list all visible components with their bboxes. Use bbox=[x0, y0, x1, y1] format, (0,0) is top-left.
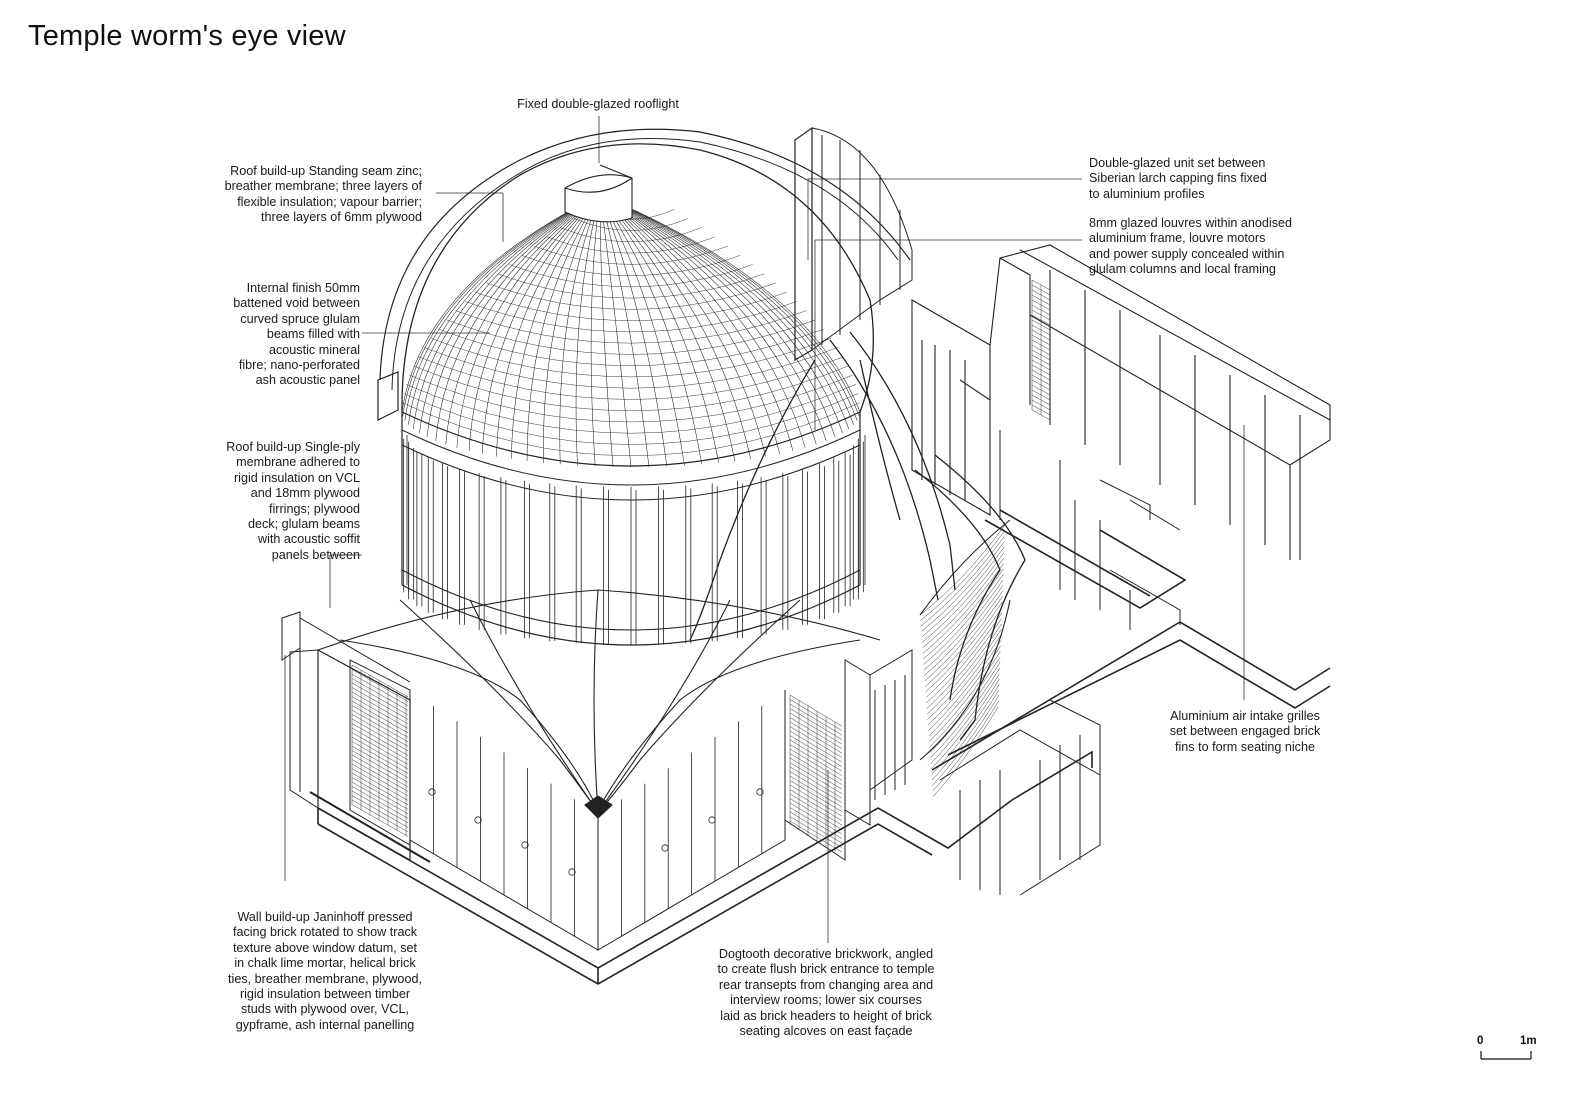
glazing-tower bbox=[377, 126, 913, 421]
annotation-glazed-unit: Double-glazed unit set between Siberian … bbox=[1089, 156, 1267, 201]
east-facade bbox=[784, 649, 1101, 896]
right-annex bbox=[911, 244, 1331, 560]
left-wing-wall bbox=[281, 611, 431, 863]
left-brick-wall bbox=[349, 659, 411, 846]
curved-arch bbox=[689, 331, 1026, 741]
annotation-roof-singleply: Roof build-up Single-ply membrane adhere… bbox=[226, 440, 360, 562]
annotation-louvres: 8mm glazed louvres within anodised alumi… bbox=[1089, 216, 1293, 277]
base-vertical-panels bbox=[428, 705, 764, 937]
vault-soffit bbox=[317, 589, 881, 819]
page-title: Temple worm's eye view bbox=[28, 20, 346, 52]
dome-rings bbox=[402, 209, 860, 456]
left-brick-panel bbox=[351, 664, 409, 837]
annotation-grilles: Aluminium air intake grilles set between… bbox=[1169, 709, 1321, 754]
scale-bar-end-label: 1m bbox=[1520, 1035, 1537, 1047]
lower-rooms bbox=[999, 430, 1181, 630]
annotation-wall: Wall build-up Janinhoff pressed facing b… bbox=[228, 910, 422, 1032]
scale-bar-start-label: 0 bbox=[1477, 1035, 1484, 1047]
annotation-roof-zinc: Roof build-up Standing seam zinc; breath… bbox=[224, 164, 422, 225]
rooflight bbox=[564, 164, 633, 223]
drum-fins bbox=[401, 432, 866, 645]
dome-ribs bbox=[401, 194, 861, 468]
annotation-dogtooth: Dogtooth decorative brickwork, angled to… bbox=[717, 947, 935, 1039]
annotation-internal-finish: Internal finish 50mm battened void betwe… bbox=[233, 281, 360, 388]
base-front-panels bbox=[409, 690, 786, 951]
scale-bar bbox=[1480, 1051, 1532, 1060]
annotation-rooflight: Fixed double-glazed rooflight bbox=[517, 97, 679, 111]
